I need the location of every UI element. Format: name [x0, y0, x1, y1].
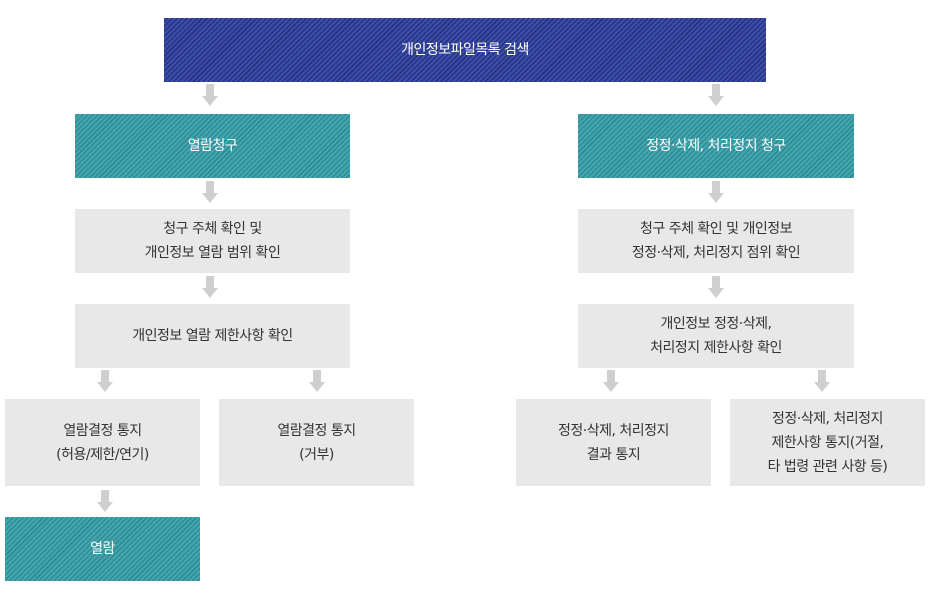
- arrow-down-icon: [708, 181, 724, 203]
- arrow-down-icon: [97, 490, 113, 512]
- correction-result-box: 정정·삭제, 처리정지 결과 통지: [516, 399, 711, 486]
- arrow-down-icon: [603, 370, 619, 392]
- view-scope-check-box: 청구 주체 확인 및 개인정보 열람 범위 확인: [75, 209, 350, 273]
- view-box: 열람: [5, 517, 200, 581]
- arrow-down-icon: [309, 370, 325, 392]
- arrow-down-icon: [202, 84, 218, 106]
- correction-request-box: 정정·삭제, 처리정지 청구: [578, 114, 854, 178]
- correction-restriction-check-box: 개인정보 정정·삭제, 처리정지 제한사항 확인: [578, 304, 854, 368]
- view-decision-allow-box: 열람결정 통지 (허용/제한/연기): [5, 399, 200, 486]
- arrow-down-icon: [202, 276, 218, 298]
- view-restriction-check-box: 개인정보 열람 제한사항 확인: [75, 304, 350, 368]
- arrow-down-icon: [97, 370, 113, 392]
- arrow-down-icon: [202, 181, 218, 203]
- view-decision-deny-box: 열람결정 통지 (거부): [219, 399, 414, 486]
- search-file-list-box: 개인정보파일목록 검색: [164, 18, 766, 82]
- arrow-down-icon: [708, 276, 724, 298]
- correction-restriction-notice-box: 정정·삭제, 처리정지 제한사항 통지(거절, 타 법령 관련 사항 등): [730, 399, 925, 486]
- arrow-down-icon: [708, 84, 724, 106]
- view-request-box: 열람청구: [75, 114, 350, 178]
- correction-scope-check-box: 청구 주체 확인 및 개인정보 정정·삭제, 처리정지 점위 확인: [578, 209, 854, 273]
- arrow-down-icon: [814, 370, 830, 392]
